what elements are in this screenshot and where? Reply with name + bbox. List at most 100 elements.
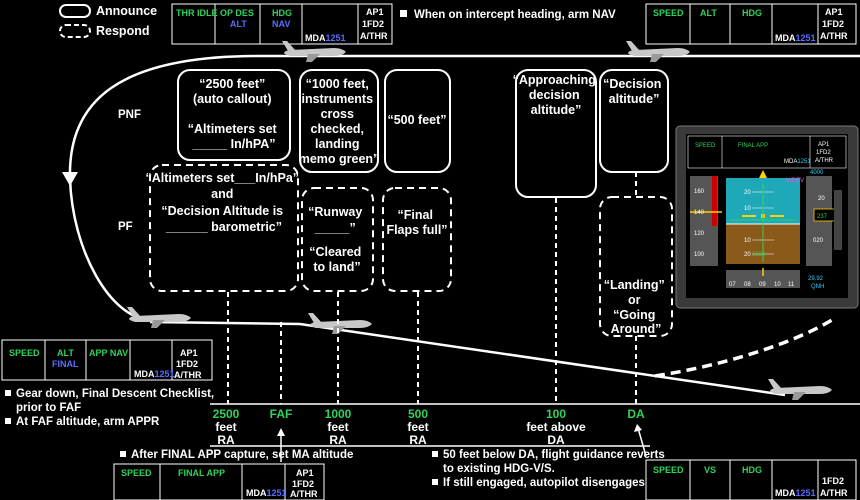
note-autopilot-disengages: If still engaged, autopilot disengages <box>443 477 645 489</box>
pfd-fma-athr: A/THR <box>815 158 834 164</box>
connector-lines <box>227 172 637 404</box>
hdg-11: 11 <box>788 282 795 288</box>
bullet-icon <box>400 10 407 17</box>
pitch-20: 20 <box>744 252 751 258</box>
callout-text: “1000 feet, instruments cross checked, l… <box>299 77 380 166</box>
fma-athr: A/THR <box>360 31 388 41</box>
callout-text: “Approaching decision altitude” <box>513 73 600 117</box>
marker-sublabel: feet <box>215 420 236 434</box>
marker-sublabel: DA <box>547 433 565 447</box>
fma-mda: MDA1251 <box>775 33 816 43</box>
hdg-07: 07 <box>729 282 736 288</box>
fma-athr: A/THR <box>174 370 202 380</box>
flight-path <box>62 54 860 397</box>
pf-response-runway: “Runway _____” “Cleared to land” <box>301 187 374 292</box>
speed-120: 120 <box>694 231 705 237</box>
response-text: “Altimeters set___In/hPa” and “Decision … <box>145 171 302 234</box>
pfd-vdev: V/DEV <box>786 178 804 184</box>
fma-fd: 1FD2 <box>362 19 384 29</box>
bullet-icon <box>5 418 11 424</box>
marker-label: 100 <box>546 407 566 421</box>
pfd-fma-speed: SPEED <box>695 143 716 149</box>
pf-response-flaps: “Final Flaps full” <box>382 187 452 292</box>
fma-speed: SPEED <box>121 468 152 478</box>
pfd-radio-altitude: 1530 <box>752 252 766 258</box>
pnf-callout-decision-altitude: “Decision altitude” <box>599 69 669 173</box>
fma-speed: SPEED <box>653 465 684 475</box>
hdg-09: 09 <box>759 282 766 288</box>
fma-final-app: FINAL APP <box>178 468 225 478</box>
note-gear-down: Gear down, Final Descent Checklist, prio… <box>16 388 217 414</box>
pnf-callout-500: “500 feet” <box>384 69 451 173</box>
fma-hdg: HDG <box>742 8 762 18</box>
aircraft-icon <box>768 379 832 400</box>
pitch-20: 20 <box>744 190 751 196</box>
pf-response-altimeters: “Altimeters set___In/hPa” and “Decision … <box>145 164 302 292</box>
altitude-marker-faf: FAF <box>270 407 293 421</box>
marker-label: 500 <box>408 407 428 421</box>
note-arm-nav: When on intercept heading, arm NAV <box>414 9 616 21</box>
fma-bottom-right: SPEED VS HDG MDA1251 1FD2 A/THR <box>645 459 857 500</box>
bullet-icon <box>432 479 438 485</box>
note-set-ma-altitude: After FINAL APP capture, set MA altitude <box>131 449 353 461</box>
fma-final-armed: FINAL <box>52 359 79 369</box>
arrow-up-icon <box>634 424 642 432</box>
marker-label: 2500 <box>213 407 240 421</box>
pfd-display: SPEED FINAL APP MDA1251 AP1 1FD2 A/THR 2… <box>675 125 859 309</box>
pfd-current-altitude: 237 <box>817 214 828 220</box>
pfd-fma-final-app: FINAL APP <box>738 143 768 149</box>
note-arm-appr: At FAF altitude, arm APPR <box>16 416 160 428</box>
response-text: “Final Flaps full” <box>386 208 447 237</box>
marker-sublabel: feet <box>407 420 428 434</box>
arrow-up-icon <box>277 428 285 436</box>
speed-160: 160 <box>694 189 705 195</box>
fma-mda: MDA1251 <box>134 369 175 379</box>
pfd-fma-ap1: AP1 <box>818 142 830 148</box>
fma-nav-armed: NAV <box>272 19 290 29</box>
marker-label: FAF <box>270 407 293 421</box>
callout-text: “500 feet” <box>387 113 446 127</box>
fma-bottom-left: SPEED FINAL APP MDA1251 AP1 1FD2 A/THR <box>113 463 325 500</box>
legend-respond: Respond <box>96 24 149 38</box>
marker-sublabel: RA <box>329 433 347 447</box>
pnf-callout-2500: “2500 feet” (auto callout) “Altimeters s… <box>177 69 291 161</box>
fma-mda: MDA1251 <box>246 488 287 498</box>
fma-hdg: HDG <box>272 8 292 18</box>
fma-fd: 1FD2 <box>822 476 844 486</box>
fma-alt: ALT <box>700 8 717 18</box>
bullet-icon <box>120 451 126 457</box>
fma-alt: ALT <box>57 348 74 358</box>
fma-fd: 1FD2 <box>292 479 314 489</box>
fma-ap1: AP1 <box>180 348 198 358</box>
speed-100: 100 <box>694 252 705 258</box>
role-pf: PF <box>118 221 133 233</box>
pf-response-landing: “Landing” or “Going Around” <box>599 196 673 337</box>
marker-label: 1000 <box>325 407 352 421</box>
fma-top-right: SPEED ALT HDG MDA1251 AP1 1FD2 A/THR <box>645 3 857 45</box>
fma-top-left: THR IDLE OP DES ALT HDG NAV MDA1251 AP1 … <box>171 3 393 45</box>
fma-hdg: HDG <box>742 465 762 475</box>
aircraft-icon <box>308 313 372 334</box>
legend-announce: Announce <box>96 4 157 18</box>
marker-sublabel: feet <box>327 420 348 434</box>
bullet-icon <box>432 451 438 457</box>
fma-speed: SPEED <box>9 348 40 358</box>
marker-label: DA <box>627 407 645 421</box>
alt-tick-020: 020 <box>813 238 824 244</box>
bullet-icon <box>5 390 11 396</box>
pfd-target-altitude: 4000 <box>810 170 824 176</box>
response-text: “Runway _____” “Cleared to land” <box>308 205 366 274</box>
pnf-callout-1000: “1000 feet, instruments cross checked, l… <box>299 69 380 173</box>
announce-legend-icon <box>59 4 91 18</box>
fma-mda: MDA1251 <box>305 33 346 43</box>
fma-ap1: AP1 <box>366 7 384 17</box>
pitch-10: 10 <box>744 206 751 212</box>
callout-text: “Decision altitude” <box>603 77 665 106</box>
aircraft-icon <box>127 307 191 328</box>
marker-sublabel: RA <box>217 433 235 447</box>
fma-mda: MDA1251 <box>775 488 816 498</box>
